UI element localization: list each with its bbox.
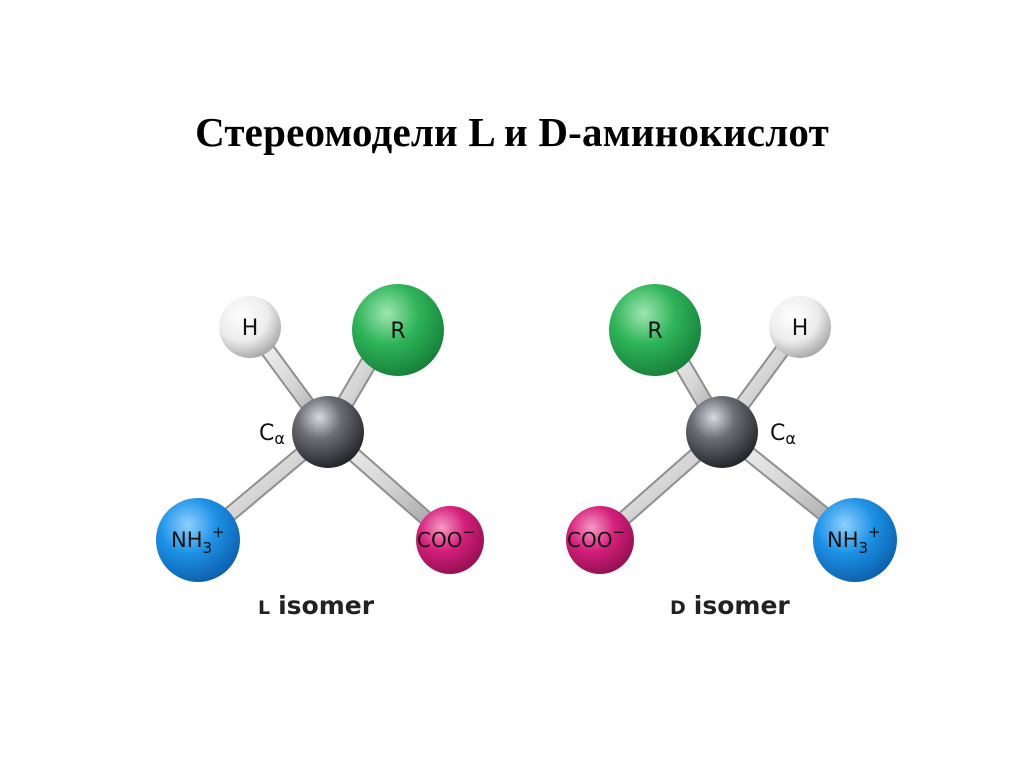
d-carboxyl-atom [566, 506, 634, 574]
l-hydrogen-atom [219, 296, 281, 358]
slide-title: Стереомодели L и D-аминокислот [195, 109, 829, 155]
d-carboxyl-label: COO− [567, 523, 625, 552]
d-alpha-carbon-label: Cα [770, 421, 796, 448]
l-r-group-label: R [390, 319, 405, 344]
d-alpha-carbon-atom [686, 396, 758, 468]
l-alpha-carbon-label: Cα [259, 421, 285, 448]
d-hydrogen-label: H [792, 316, 809, 341]
l-amino-label: NH3+ [171, 523, 225, 557]
d-amino-atom [813, 498, 897, 582]
l-carboxyl-atom [416, 506, 484, 574]
l-hydrogen-label: H [242, 316, 259, 341]
d-hydrogen-atom [769, 296, 831, 358]
d-r-group-atom [609, 284, 701, 376]
d-amino-label: NH3+ [827, 523, 881, 557]
l-amino-atom [156, 498, 240, 582]
l-carboxyl-label: COO− [417, 523, 475, 552]
l-alpha-carbon-atom [292, 396, 364, 468]
d-r-group-label: R [647, 319, 662, 344]
l-r-group-atom [352, 284, 444, 376]
